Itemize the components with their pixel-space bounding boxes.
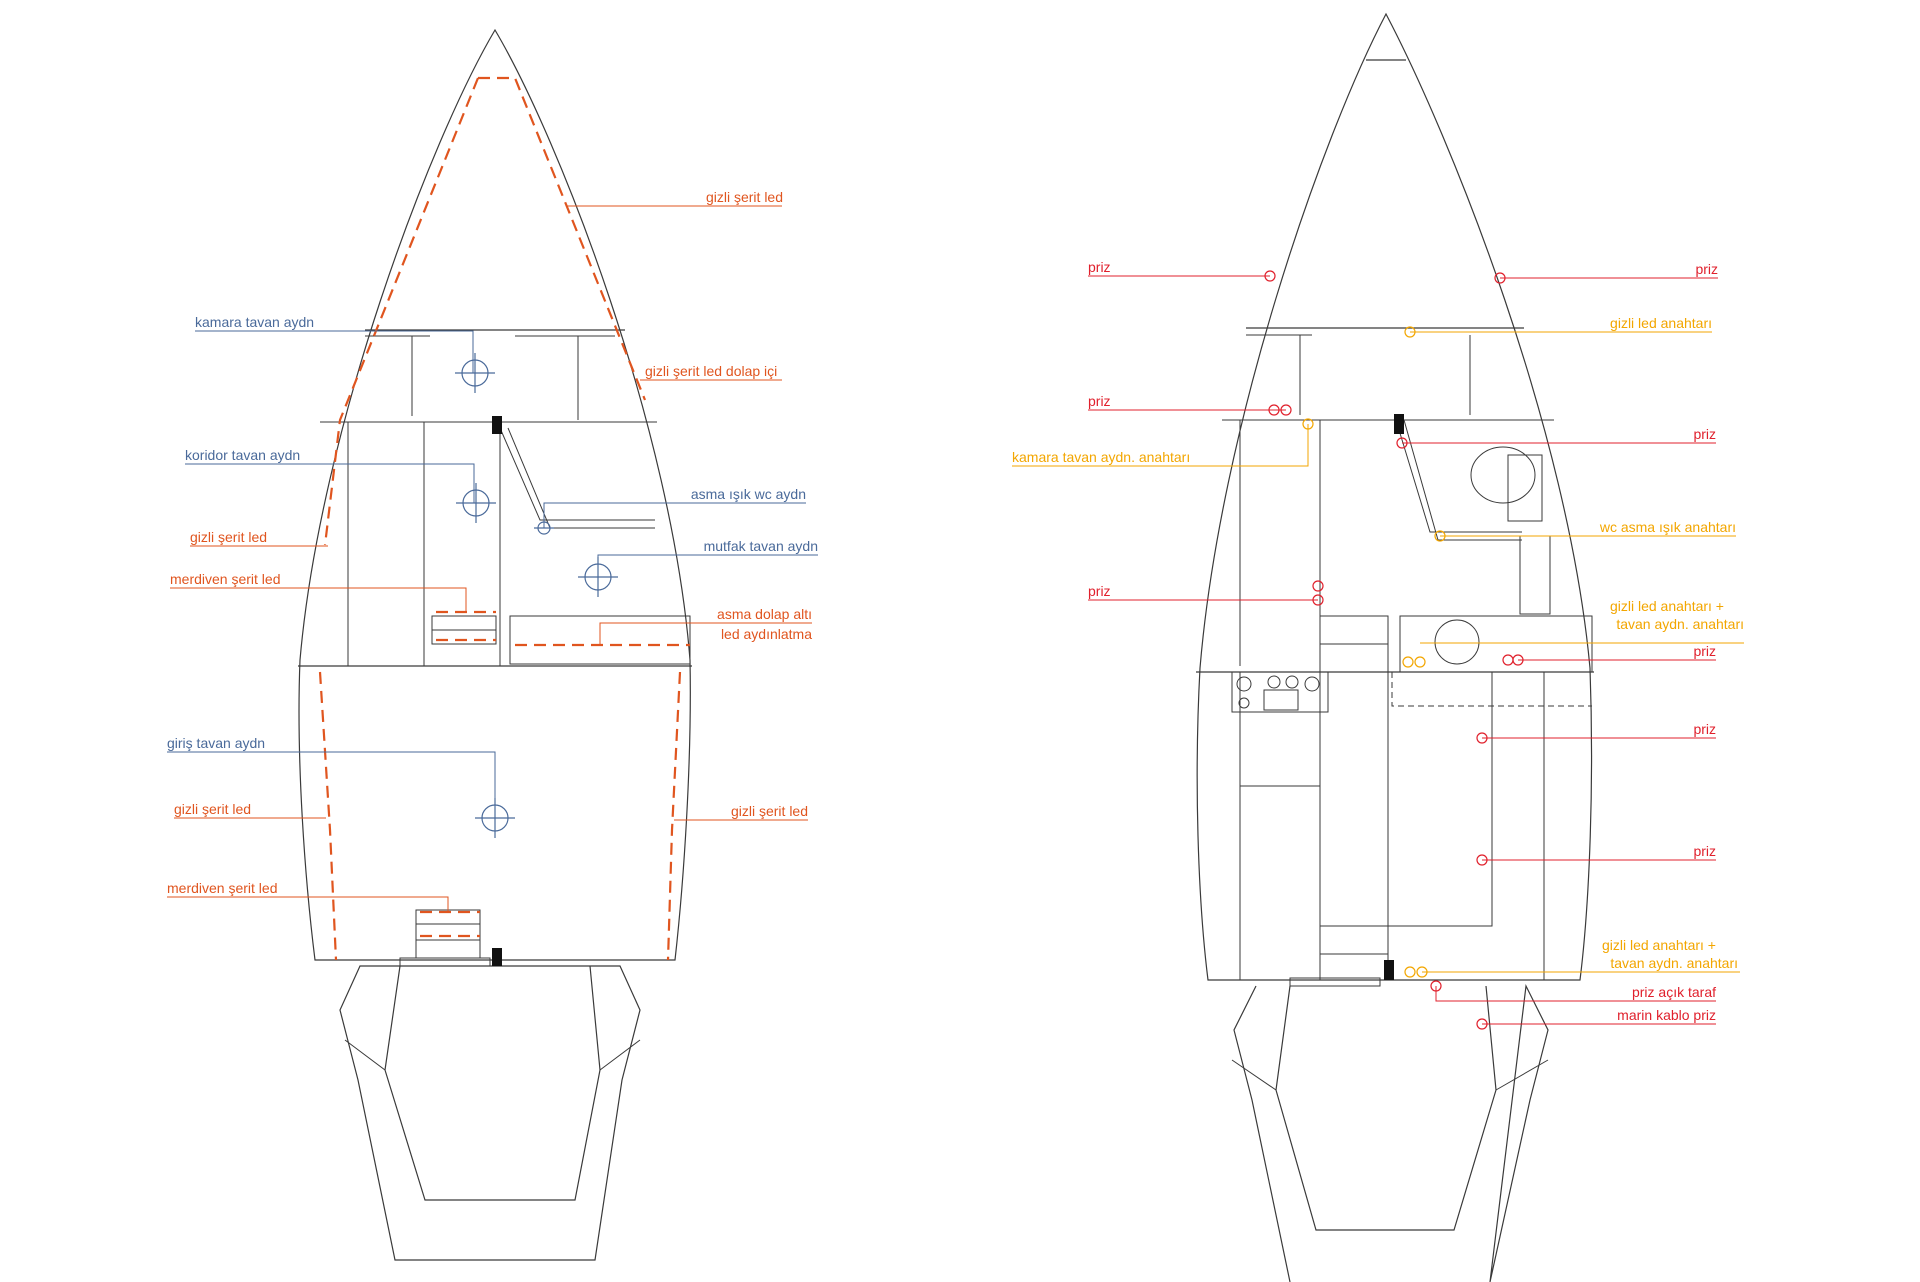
label-under-cabinet-2: led aydınlatma xyxy=(721,626,812,642)
label-cabin-ceiling-light: kamara tavan aydn xyxy=(195,314,314,330)
lighting-plan: gizli şerit led kamara tavan aydn gizli … xyxy=(167,28,818,1261)
label-galley-ceiling-light: mutfak tavan aydn xyxy=(704,538,818,554)
label-socket-saloon-2: priz xyxy=(1693,843,1716,859)
ceiling-light-icon xyxy=(456,483,496,523)
switch-symbols xyxy=(1302,326,1446,978)
switch-icon xyxy=(1404,966,1416,978)
label-stair-led-lower: merdiven şerit led xyxy=(167,880,278,896)
label-wc-pendant-switch: wc asma ışık anahtarı xyxy=(1599,519,1736,535)
label-galley-switch-1: gizli led anahtarı + xyxy=(1610,598,1724,614)
label-socket-bow-starboard: priz xyxy=(1695,261,1718,277)
label-entry-ceiling-light: giriş tavan aydn xyxy=(167,735,265,751)
label-under-cabinet-1: asma dolap altı xyxy=(717,606,812,622)
label-socket-bow-port: priz xyxy=(1088,259,1111,275)
label-socket-corridor: priz xyxy=(1088,583,1111,599)
socket-icon xyxy=(1502,654,1514,666)
socket-icon xyxy=(1312,580,1324,592)
label-entry-switch-2: tavan aydn. anahtarı xyxy=(1610,955,1738,971)
leader-lines-left xyxy=(167,205,818,912)
ceiling-light-symbols xyxy=(455,353,618,838)
ceiling-light-icon xyxy=(455,353,495,393)
electrical-plan: priz priz gizli led anahtarı priz priz k… xyxy=(1012,12,1744,1282)
hull-outline-right xyxy=(1196,12,1594,1282)
label-hidden-led-cabinet: gizli şerit led dolap içi xyxy=(645,363,777,379)
socket-symbols xyxy=(1264,270,1524,1030)
label-hidden-led-bow: gizli şerit led xyxy=(706,189,783,205)
label-galley-switch-2: tavan aydn. anahtarı xyxy=(1616,616,1744,632)
hidden-led-strips xyxy=(318,76,690,961)
label-socket-wc: priz xyxy=(1693,426,1716,442)
label-stair-led-upper: merdiven şerit led xyxy=(170,571,281,587)
switch-icon xyxy=(1402,656,1414,668)
label-hidden-led-starboard: gizli şerit led xyxy=(731,803,808,819)
leader-lines-right xyxy=(1012,275,1744,1025)
label-cabin-ceiling-switch: kamara tavan aydn. anahtarı xyxy=(1012,449,1190,465)
label-socket-saloon-1: priz xyxy=(1693,721,1716,737)
label-entry-switch-1: gizli led anahtarı + xyxy=(1602,937,1716,953)
interior-walls-left xyxy=(320,335,691,966)
label-corridor-ceiling-light: koridor tavan aydn xyxy=(185,447,300,463)
label-socket-cabin: priz xyxy=(1088,393,1111,409)
label-hidden-led-corridor: gizli şerit led xyxy=(190,529,267,545)
labels-left: gizli şerit led kamara tavan aydn gizli … xyxy=(167,189,818,896)
labels-right: priz priz gizli led anahtarı priz priz k… xyxy=(1012,259,1744,1023)
label-hidden-led-port: gizli şerit led xyxy=(174,801,251,817)
label-marine-cable-socket: marin kablo priz xyxy=(1617,1007,1716,1023)
label-hidden-led-switch: gizli led anahtarı xyxy=(1610,315,1712,331)
label-socket-open-side: priz açık taraf xyxy=(1632,984,1716,1000)
label-socket-galley: priz xyxy=(1693,643,1716,659)
switch-icon xyxy=(1414,656,1426,668)
interior-walls-right xyxy=(1222,334,1594,981)
label-wc-pendant-light: asma ışık wc aydn xyxy=(691,486,806,502)
